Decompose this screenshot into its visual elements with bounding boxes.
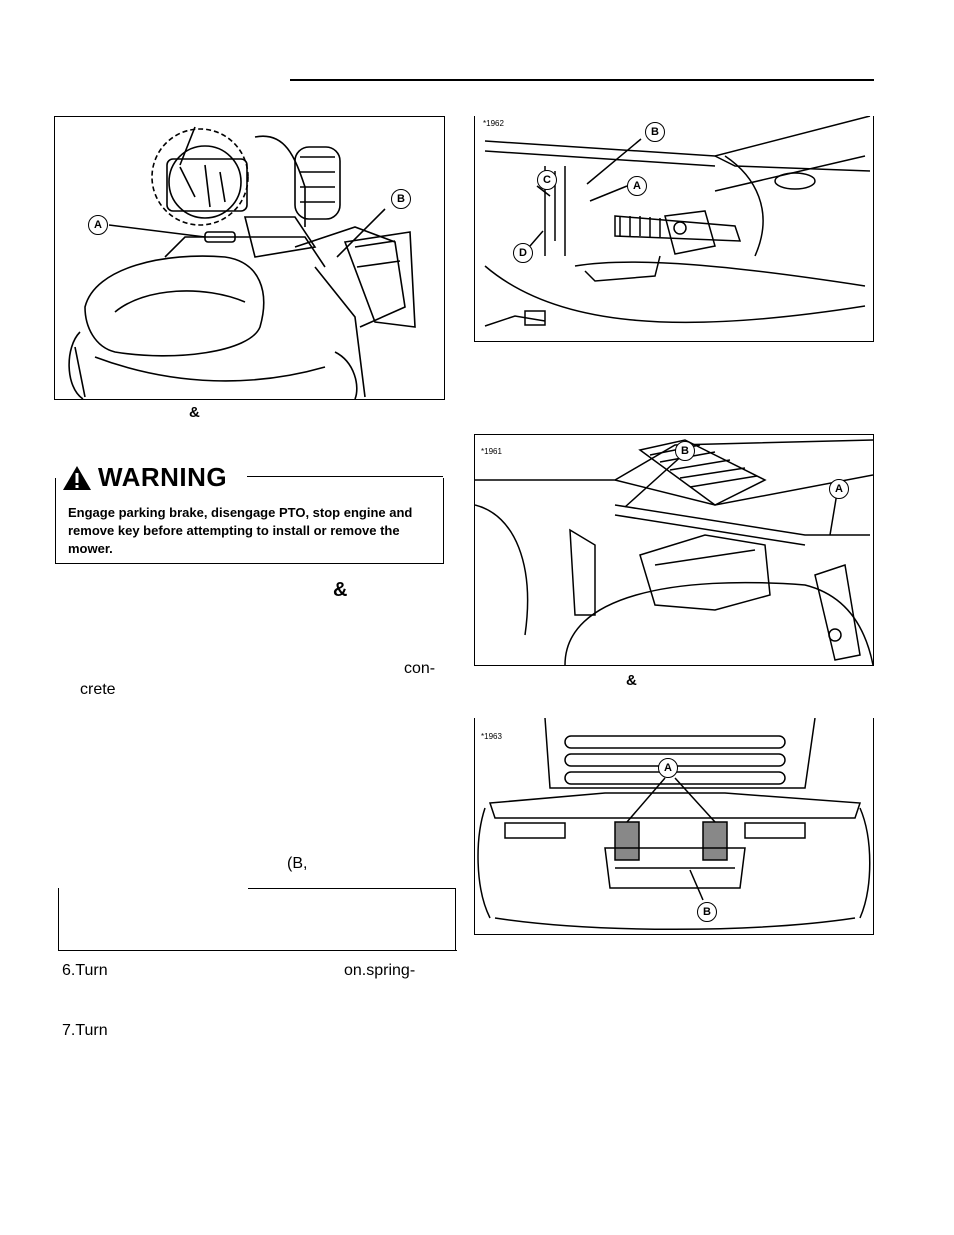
warning-triangle-icon	[63, 465, 91, 490]
belt-guard-illustration	[475, 439, 873, 665]
callout-a: A	[88, 215, 108, 235]
warning-rule	[247, 476, 443, 477]
callout-b: B	[391, 189, 411, 209]
tractor-seat-illustration	[68, 126, 416, 399]
body-b-ref: (B,	[287, 855, 308, 872]
figure-linkage: *1962	[474, 116, 874, 342]
body-crete: crete	[80, 681, 116, 698]
body-con: con-	[404, 660, 436, 677]
front-hitch-illustration	[477, 718, 871, 930]
step-7-number: 7.	[62, 1022, 76, 1039]
warning-title: WARNING	[98, 462, 228, 492]
warning-text: Engage parking brake, disengage PTO, sto…	[68, 505, 413, 556]
note-border-right	[455, 888, 456, 950]
fig3-caption-amp: &	[626, 672, 637, 689]
fig1-caption-amp: &	[189, 404, 200, 421]
warning-border-bottom	[55, 563, 444, 564]
step-6-end: on.spring-	[344, 962, 416, 979]
callout-a: A	[829, 479, 849, 499]
figure-front-hitch: *1963 A B	[474, 718, 874, 935]
callout-b: B	[645, 122, 665, 142]
callout-a: A	[658, 758, 678, 778]
step-6-number: 6.	[62, 962, 76, 979]
warning-heading: WARNING	[62, 462, 227, 493]
callout-b: B	[697, 902, 717, 922]
callout-a: A	[627, 176, 647, 196]
step-6: 6.Turn	[62, 962, 108, 980]
linkage-illustration	[484, 116, 871, 327]
figure-belt-guard: *1961 B A	[474, 434, 874, 666]
note-rule	[248, 888, 456, 889]
callout-d: D	[513, 243, 533, 263]
step-7-word: Turn	[75, 1022, 108, 1039]
step-7: 7.Turn	[62, 1022, 108, 1040]
figure-number: *1962	[483, 119, 504, 128]
figure-tractor-seat: A B	[54, 116, 445, 400]
body-amp: &	[333, 579, 348, 601]
note-box	[58, 888, 457, 951]
figure-number: *1963	[481, 732, 502, 741]
figure-number: *1961	[481, 447, 502, 456]
callout-c: C	[537, 170, 557, 190]
header-rule	[290, 79, 874, 81]
warning-border-left	[55, 478, 56, 564]
warning-border-right	[443, 478, 444, 564]
step-6-word: Turn	[75, 962, 108, 979]
callout-b: B	[675, 441, 695, 461]
